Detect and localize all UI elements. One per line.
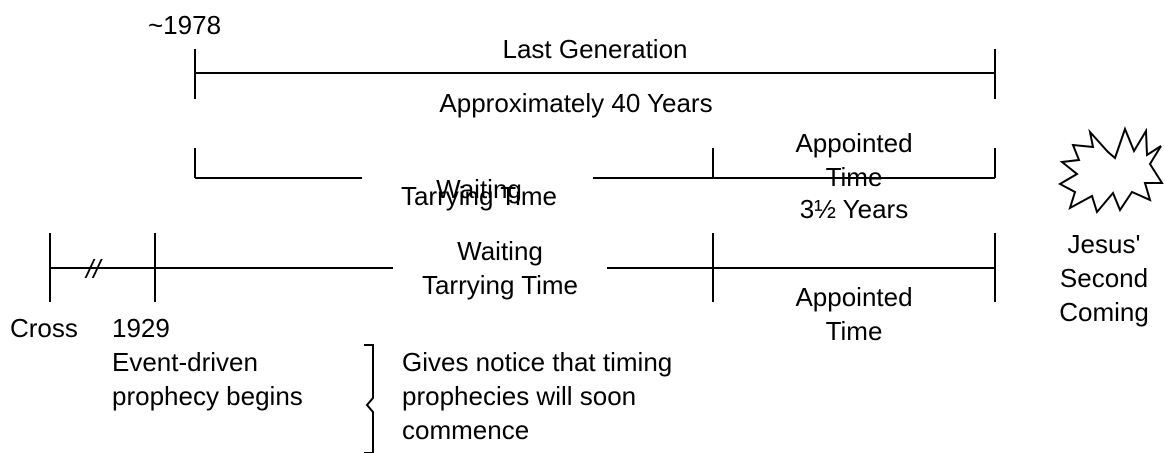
- notice-label-line1: Gives notice that timing: [402, 347, 673, 377]
- lower-appointed-label-line1: Appointed: [795, 282, 913, 312]
- second-coming-label-line2: Second: [1059, 263, 1149, 293]
- notice-label-line2: prophecies will soon: [402, 381, 637, 411]
- timeline-break-mark: //: [86, 254, 101, 284]
- event-driven-label-line2: prophecy begins: [112, 381, 303, 411]
- year-1929-label: 1929: [112, 313, 170, 343]
- starburst-icon: [1057, 126, 1164, 215]
- lower-waiting-label-line2: Tarrying Time: [421, 270, 579, 300]
- event-driven-label-line1: Event-driven: [112, 347, 258, 377]
- second-coming-label-line1: Jesus': [1067, 229, 1141, 259]
- upper-appointed-label-line2: Time: [825, 162, 883, 192]
- three-half-years-label: 3½ Years: [799, 194, 909, 224]
- upper-waiting-label-line1: Waiting: [436, 174, 522, 204]
- upper-appointed-label-line1: Appointed: [795, 128, 913, 158]
- second-coming-label-line3: Coming: [1059, 297, 1149, 327]
- approx-40-years-label: Approximately 40 Years: [439, 88, 713, 118]
- lower-waiting-label-line1: Waiting: [457, 236, 543, 266]
- year-1978-label: ~1978: [148, 10, 222, 40]
- upper-waiting-label-line2: Tarrying Time: [400, 181, 558, 211]
- notice-label-line3: commence: [402, 415, 530, 445]
- lower-appointed-label-line2: Time: [825, 316, 883, 346]
- last-generation-label: Last Generation: [502, 34, 688, 64]
- notice-brace: [364, 344, 374, 453]
- cross-label: Cross: [10, 313, 78, 343]
